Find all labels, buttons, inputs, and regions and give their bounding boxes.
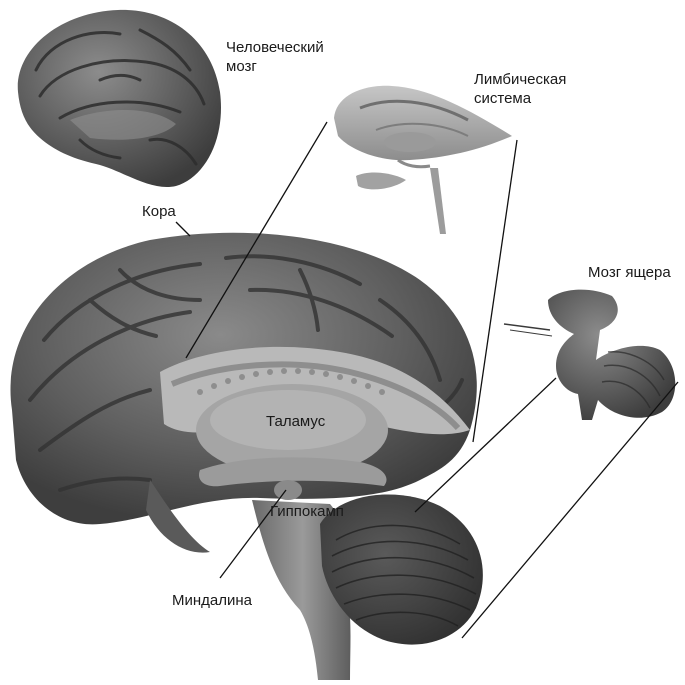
thalamus-label: Таламус <box>266 413 326 430</box>
reptile-brain-image <box>503 289 676 420</box>
reptile-connector-top <box>414 377 557 513</box>
limbic-system-label-line1: Лимбическая <box>474 71 566 88</box>
limbic-system-label: Лимбическая система <box>474 71 566 107</box>
limbic-system-image <box>334 85 512 234</box>
reptile-connector-bottom <box>461 381 679 639</box>
human-brain-label-line1: Человеческий <box>226 39 324 56</box>
limbic-connector-left <box>185 121 328 359</box>
hippocampus-label: Гиппокамп <box>270 503 344 520</box>
limbic-system-label-line2: система <box>474 90 532 107</box>
human-brain-label: Человеческий мозг <box>226 39 324 75</box>
cortex-leader-line <box>175 221 191 237</box>
large-brain-image <box>10 232 483 680</box>
cortex-label: Кора <box>142 203 176 220</box>
amygdala-label: Миндалина <box>172 592 253 609</box>
reptile-brain-label: Мозг ящера <box>588 264 671 281</box>
amygdala-leader-line <box>219 489 287 579</box>
limbic-connector-right <box>472 139 518 443</box>
connector-lines <box>175 121 679 639</box>
human-brain-label-line2: мозг <box>226 58 257 75</box>
human-brain-image <box>17 9 221 188</box>
